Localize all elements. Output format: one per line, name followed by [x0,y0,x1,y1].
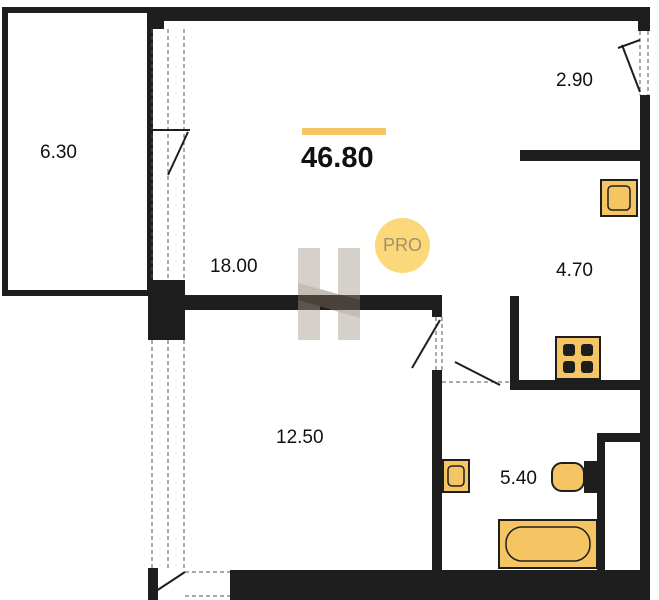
room-area-bathroom: 5.40 [500,468,537,489]
washbasin-icon [442,459,470,493]
room-area-wardrobe: 2.90 [556,70,593,91]
toilet-icon [551,462,585,492]
room-area-living: 18.00 [210,256,258,277]
doors [149,39,641,596]
balcony-outline [2,7,153,296]
room-area-bedroom: 12.50 [276,427,324,448]
watermark-logo [298,248,360,340]
room-area-balcony: 6.30 [40,142,77,163]
total-area: 46.80 [301,142,374,174]
windows [151,29,649,597]
stove-icon [555,336,601,380]
pro-badge: PRO [375,218,430,273]
fixtures [442,179,638,569]
area-accent-bar [302,128,386,135]
walls [148,7,650,600]
room-area-kitchen: 4.70 [556,260,593,281]
